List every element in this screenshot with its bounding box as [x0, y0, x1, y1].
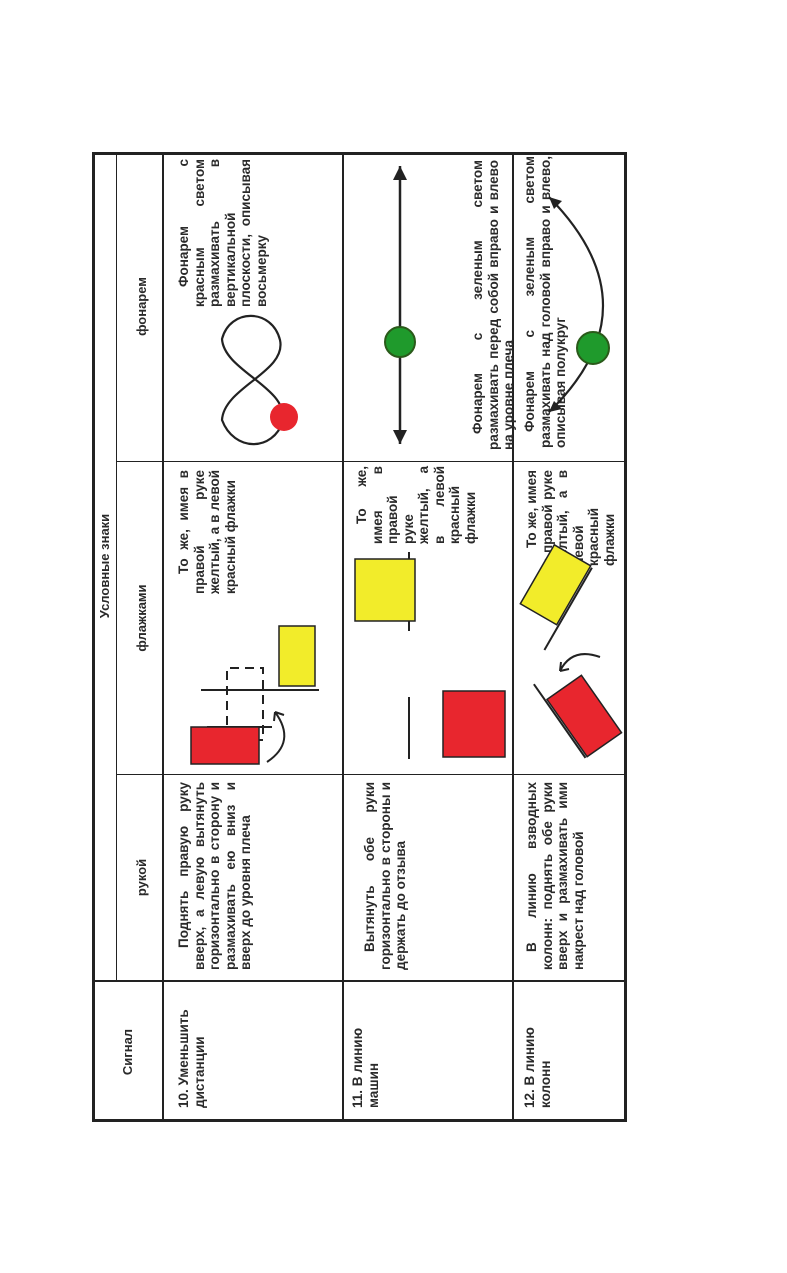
subheader-divider [116, 152, 117, 982]
row-10-flags: То же, имея в правой руке желтый, а в ле… [176, 470, 238, 594]
yellow-flag [519, 543, 592, 626]
row-10-lantern: Фонарем с красным светом размахивать в в… [176, 159, 269, 307]
header-with-flags: флажками [134, 584, 149, 652]
red-flag-staff [533, 683, 587, 759]
header-conventional-signs: Условные знаки [97, 513, 112, 619]
row-10-hand: Поднять правую руку вверх, а левую вытян… [176, 782, 253, 970]
lantern-figure-12 [548, 196, 610, 413]
row-12-hand: В линию взводных колонн: поднять обе рук… [524, 782, 586, 970]
red-flag [190, 726, 260, 765]
semicircle-arrow-icon [548, 196, 604, 413]
col-divider-signal [92, 980, 627, 982]
swing-arrow-icon [266, 711, 286, 763]
flags-figure-10 [190, 625, 319, 765]
row-12-signal: 12. В линию колонн [522, 1027, 553, 1108]
arc-arrow-head-right [549, 197, 562, 209]
flags-figure-12 [519, 543, 623, 759]
green-lantern-icon [576, 331, 610, 365]
row-11-flags: То же, имея в правой руке желтый, а в ле… [354, 466, 478, 544]
flags-figure-11 [354, 552, 506, 759]
yellow-flag-staff [543, 567, 593, 651]
figure-eight-icon [220, 314, 285, 446]
row-11-hand: Вытянуть обе руки горизонтально в сторон… [362, 782, 408, 970]
yellow-flag [278, 625, 316, 687]
red-lantern-icon [270, 403, 298, 431]
yellow-flag-group [519, 543, 593, 651]
header-signal: Сигнал [120, 1028, 135, 1076]
header-divider [162, 152, 164, 1122]
row-12-flags: То же, имея в правой руке желтый, а в ле… [524, 470, 617, 566]
red-flag-group [533, 674, 623, 759]
row-11-signal: 11. В линию машин [350, 1027, 381, 1108]
col-divider-hand [116, 774, 627, 775]
red-flag [442, 690, 506, 758]
row-divider-1 [342, 152, 344, 1122]
lantern-figure-10 [220, 314, 298, 446]
cross-arrow-head [559, 661, 570, 672]
green-lantern-icon [384, 326, 416, 358]
row-11-lantern: Фонарем с зеленым светом размахивать пер… [470, 160, 516, 450]
right-arrow-head [393, 166, 407, 180]
red-flag [545, 674, 623, 758]
header-with-lantern: фонарем [134, 277, 149, 336]
yellow-flag [354, 558, 416, 622]
cross-arrow-icon [559, 653, 601, 672]
lantern-figure-11 [384, 166, 416, 444]
col-divider-flags [116, 461, 627, 462]
swing-arrow-head [273, 711, 285, 722]
header-by-hand: рукой [134, 858, 149, 897]
rotated-table-page: Сигнал Условные знаки рукой флажками фон… [92, 152, 627, 1122]
row-10-signal: 10. Уменьшить дистанции [176, 1009, 207, 1108]
left-arrow-head [393, 430, 407, 444]
arc-arrow-head-left [549, 401, 562, 412]
